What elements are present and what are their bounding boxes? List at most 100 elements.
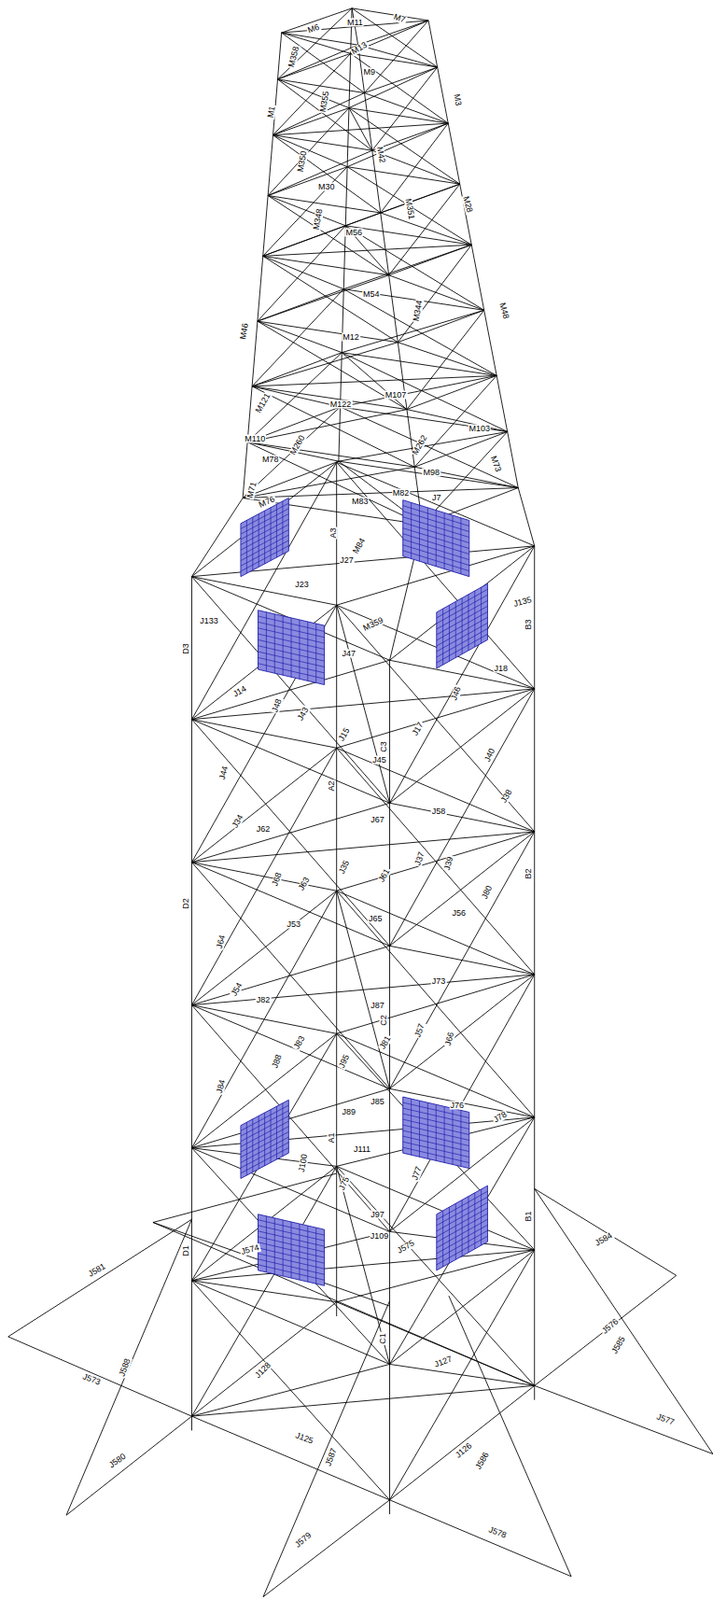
panel-grid [240, 1110, 289, 1136]
member-label: J585 [610, 1333, 629, 1356]
panel-grid [436, 600, 489, 630]
member-label: J44 [218, 764, 231, 782]
tower-member [66, 1415, 192, 1515]
member-label: J125 [293, 1430, 315, 1446]
member-label: J88 [270, 1051, 284, 1070]
member-label: J63 [296, 874, 312, 893]
tower-member [191, 461, 336, 576]
member-label: J135 [511, 595, 533, 609]
member-label: M122 [329, 399, 353, 408]
member-label: M42 [375, 145, 387, 166]
tower-member [349, 67, 438, 109]
panel-face [240, 1099, 289, 1178]
member-label: J128 [252, 1359, 274, 1381]
tower-member [263, 255, 390, 275]
tower-member [390, 831, 535, 946]
tower-member [191, 890, 336, 1147]
panel-grid [240, 534, 289, 560]
tower-member [153, 1173, 337, 1222]
member-label: J17 [410, 720, 426, 739]
tower-member [390, 1499, 573, 1577]
tower-member [534, 1384, 713, 1454]
member-label: B2 [524, 866, 533, 880]
member-label: J80 [480, 883, 495, 902]
tower-member [247, 352, 342, 443]
panel-face [258, 610, 325, 686]
tower-member [263, 225, 347, 257]
member-label: C2 [378, 1013, 388, 1027]
member-label: J68 [270, 870, 284, 889]
member-label: J65 [367, 913, 384, 923]
member-label: J576 [599, 1316, 620, 1337]
panel-face [403, 1096, 470, 1169]
panel-grid [240, 1142, 289, 1168]
tower-member [390, 545, 535, 803]
member-label: J579 [292, 1530, 313, 1551]
panel-grid [436, 611, 489, 641]
tower-member [273, 93, 365, 136]
tower-member [406, 409, 508, 433]
member-label: J574 [238, 1243, 261, 1257]
tower-member [380, 212, 472, 245]
tower-member [336, 890, 391, 1089]
member-label: C3 [378, 740, 388, 754]
tower-member [343, 289, 497, 377]
tower-member [191, 576, 336, 606]
member-label: J81 [377, 1034, 393, 1052]
member-label: J89 [341, 1107, 358, 1117]
panel-grid [240, 514, 289, 540]
panel-grid [258, 621, 325, 637]
tower-member [191, 747, 336, 862]
tower-member [281, 32, 365, 93]
tower-member [257, 321, 407, 410]
tower-member [191, 719, 390, 947]
tower-member [191, 719, 336, 749]
tower-member [191, 862, 390, 1090]
panel-grid [258, 615, 325, 631]
tower-member [358, 44, 438, 68]
member-label: D2 [181, 897, 190, 911]
tower-member [390, 688, 535, 946]
panel-grid [258, 645, 325, 661]
panel-grid [240, 1146, 289, 1173]
panel-grid [436, 616, 489, 646]
member-label: J83 [292, 1034, 308, 1052]
member-label: J39 [442, 854, 455, 872]
tower-member [267, 195, 390, 276]
panel [403, 1096, 470, 1169]
tower-member [191, 719, 390, 804]
tower-member [278, 79, 365, 94]
member-label: M103 [467, 424, 491, 434]
panel-face [240, 497, 289, 576]
tower-member [191, 576, 193, 1431]
tower-member [251, 289, 344, 387]
tower-member [390, 974, 535, 1231]
member-label: J57 [413, 1021, 427, 1040]
panel-grid [403, 545, 470, 566]
panel-face [436, 583, 489, 669]
panel-grid [436, 588, 489, 618]
member-label: M9 [362, 67, 377, 76]
panel-grid [240, 524, 289, 550]
tower-member [534, 1188, 713, 1454]
tower-member [273, 53, 351, 135]
panel-grid [258, 651, 325, 667]
tower-member [448, 1295, 572, 1577]
member-label: J84 [215, 1077, 228, 1095]
tower-member [336, 890, 535, 975]
member-label: M355 [318, 89, 331, 114]
tower-member [380, 123, 448, 213]
panel [240, 1099, 289, 1178]
tower-member [336, 604, 535, 832]
panel-grid [403, 522, 470, 544]
member-label: M78 [261, 454, 280, 463]
panel-grid [240, 530, 289, 556]
tower-member [336, 461, 535, 689]
member-label: A2 [327, 779, 336, 792]
member-label: M11 [346, 18, 364, 28]
tower-member [242, 466, 415, 498]
panel-grid [436, 1196, 489, 1226]
tower-member [414, 466, 518, 488]
member-label: J575 [394, 1237, 417, 1256]
member-label: M110 [243, 433, 266, 443]
